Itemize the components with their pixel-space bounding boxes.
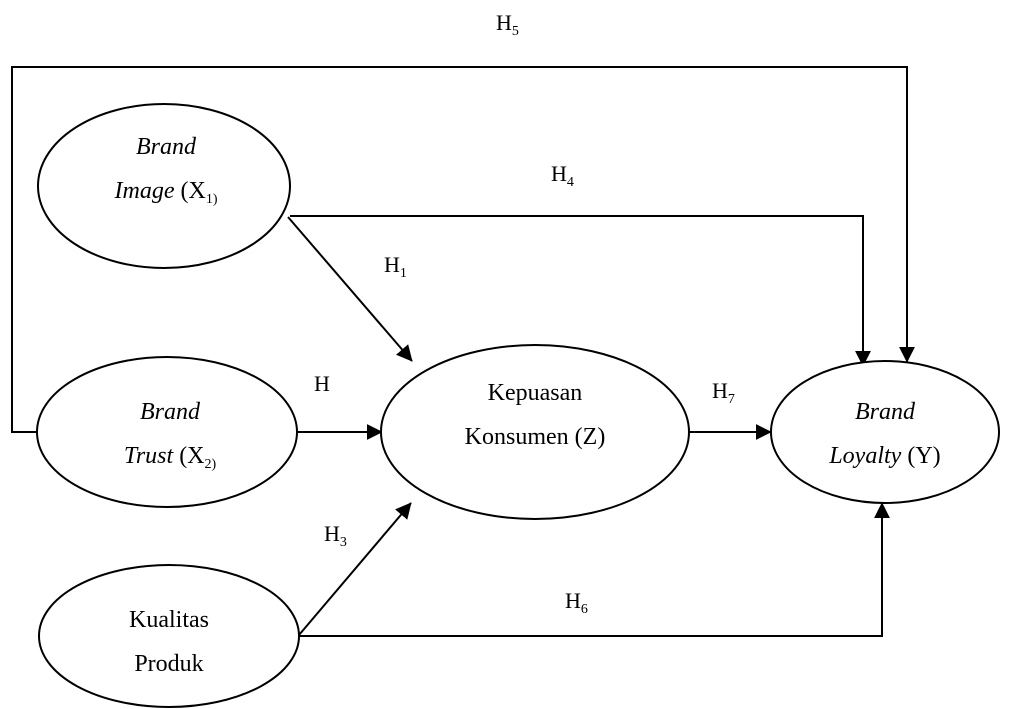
edge-h3-produk-to-kepuasan xyxy=(298,502,412,636)
brand-image-line1: Brand xyxy=(136,134,197,160)
brand-loyalty-line1: Brand xyxy=(855,399,916,425)
node-brand-loyalty xyxy=(770,360,1000,504)
edge-h5-trust-to-loyalty xyxy=(11,66,915,433)
edge-h4-image-to-loyalty xyxy=(290,215,871,367)
kualitas-produk-line1: Kualitas xyxy=(129,607,209,633)
brand-trust-line2: Trust (X2) xyxy=(124,443,217,472)
edge-h6-produk-to-loyalty xyxy=(299,502,890,637)
hypothesis-label-h3: H3 xyxy=(324,521,347,550)
node-brand-trust xyxy=(36,356,298,508)
hypothesis-label-h4: H4 xyxy=(551,161,574,190)
kepuasan-konsumen-line1: Kepuasan xyxy=(488,380,583,406)
node-kepuasan-konsumen xyxy=(380,344,690,520)
hypothesis-label-h5: H5 xyxy=(496,10,519,39)
hypothesis-label-h1: H1 xyxy=(384,252,407,281)
brand-trust-line1: Brand xyxy=(140,399,201,425)
kualitas-produk-line2: Produk xyxy=(134,651,203,677)
hypothesis-label-h6: H6 xyxy=(565,588,588,617)
brand-loyalty-line2: Loyalty (Y) xyxy=(828,443,940,469)
edge-h1-image-to-kepuasan xyxy=(287,216,413,362)
kepuasan-konsumen-line2: Konsumen (Z) xyxy=(465,424,606,450)
brand-image-line2: Image (X1) xyxy=(114,178,218,207)
node-brand-image xyxy=(37,103,291,269)
hypothesis-label-h2: H xyxy=(314,371,330,396)
node-kualitas-produk xyxy=(38,564,300,708)
hypothesis-label-h7: H7 xyxy=(712,378,735,407)
